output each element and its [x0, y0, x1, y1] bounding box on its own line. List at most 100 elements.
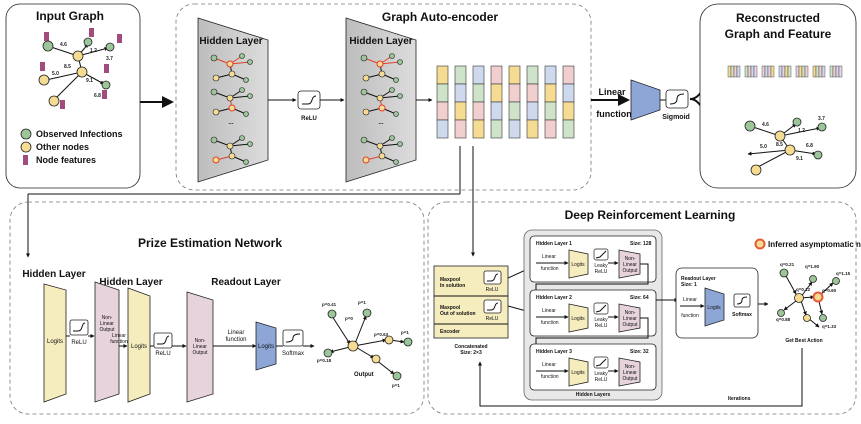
linear-function-label: Linear	[683, 297, 697, 303]
nonlinear-output-block	[618, 357, 641, 387]
nonlinear-label: Output	[622, 376, 638, 382]
nonlinear-label: Non-	[625, 256, 636, 262]
vector-cell	[436, 65, 449, 85]
observed-node	[105, 42, 115, 52]
hidden-layer-size: Size: 64	[630, 295, 649, 301]
mini-graph-1a	[210, 53, 253, 83]
logits-label: Logits	[707, 305, 721, 311]
logits-label: Logits	[131, 344, 147, 350]
leaky-relu-label: Leaky	[594, 263, 608, 269]
q-label: q=0.60	[822, 288, 837, 293]
activation-curve-icon	[297, 90, 321, 110]
vector-cell	[508, 83, 521, 103]
vector-cell	[526, 65, 539, 85]
vector-cell	[562, 83, 575, 103]
embedding-vector	[436, 65, 449, 139]
nonlinear-output-block	[618, 303, 641, 333]
edge-weight: 6.8	[94, 93, 101, 99]
vector-cell	[454, 119, 467, 139]
relu-label: ReLU	[486, 287, 499, 293]
vector-cell	[544, 65, 557, 85]
vector-cell	[815, 65, 820, 78]
nonlinear-label: Non-	[102, 315, 113, 321]
iterations-label: Iterations	[728, 396, 751, 402]
decoder-function-label: function	[596, 109, 632, 119]
embedding-vector	[526, 65, 539, 139]
feature-bar	[44, 32, 49, 41]
vector-cell	[562, 119, 575, 139]
q-label: q=1.33	[822, 324, 837, 329]
hidden-layer-label-2: Hidden Layer	[349, 36, 412, 47]
vector-cell	[733, 65, 738, 78]
q-label: q=1.15	[836, 271, 851, 276]
other-node	[72, 50, 84, 62]
embedding-vectors	[436, 65, 575, 139]
readout-layer-label: Readout Layer	[681, 276, 716, 282]
edge-weight: 5.0	[760, 144, 767, 150]
vector-cell	[744, 65, 749, 78]
vector-cell	[526, 101, 539, 121]
maxpool-out-label: Out of solution	[440, 311, 476, 317]
edge-weight: 1.2	[798, 128, 805, 134]
drl-panel: Deep Reinforcement Learning Maxpool In s…	[427, 201, 861, 415]
nonlinear-output-block	[94, 281, 120, 403]
embedding-vector	[490, 65, 503, 139]
other-node	[76, 66, 88, 78]
vector-cell	[490, 65, 503, 85]
vector-cell	[472, 83, 485, 103]
nonlinear-label: Output	[192, 350, 208, 356]
p-label: p=0.18	[317, 358, 332, 363]
vector-cell	[454, 101, 467, 121]
observed-node	[83, 37, 93, 47]
vector-cell	[784, 65, 789, 78]
vector-cell	[490, 119, 503, 139]
other-node	[38, 74, 50, 86]
vector-cell	[436, 119, 449, 139]
vector-cell	[761, 65, 766, 78]
nonlinear-label: Output	[99, 327, 115, 333]
reconstructed-vector	[744, 65, 758, 78]
nonlinear-label: Non-	[625, 364, 636, 370]
relu-label: ReLU	[301, 116, 317, 122]
vector-cell	[795, 65, 800, 78]
vector-cell	[544, 83, 557, 103]
relu-label: ReLU	[71, 340, 86, 346]
vector-cell	[454, 65, 467, 85]
logits-label: Logits	[571, 316, 585, 322]
activation-curve-icon	[483, 270, 502, 285]
q-label: q=0.21	[780, 262, 795, 267]
output-graph: p=0.41 p=1 p=0 p=0.63 p=1 p=0.18 p=1 Out…	[317, 300, 413, 388]
vector-cell	[787, 65, 792, 78]
activation-curve-icon	[153, 332, 173, 349]
p-label: p=1	[392, 383, 400, 388]
p-label: p=1	[401, 330, 409, 335]
sigmoid-label: Sigmoid	[662, 114, 690, 121]
q-label: q=0.88	[776, 317, 791, 322]
logits-block	[568, 249, 589, 279]
input-graph-network: 4.6 1.2 3.7 8.5 5.0 9.1 6.8	[38, 28, 122, 109]
vector-cell	[730, 65, 735, 78]
vector-cell	[798, 65, 803, 78]
reconstructed-vector	[812, 65, 826, 78]
softmax-label: Softmax	[732, 312, 752, 318]
vector-cell	[526, 83, 539, 103]
logits-label: Logits	[258, 344, 274, 350]
concatenated-size: Size: 2×3	[460, 350, 482, 356]
leaky-relu-label: Leaky	[594, 317, 608, 323]
leaky-relu-label: ReLU	[595, 323, 608, 329]
nonlinear-label: Non-	[195, 338, 206, 344]
feature-bar	[104, 64, 109, 73]
logits-block	[568, 303, 589, 333]
legend-features: Node features	[36, 155, 96, 165]
maxpool-out-label: Maxpool	[440, 305, 461, 311]
iterations-loop-arrow	[478, 348, 803, 407]
hidden-layer-name: Hidden Layer 2	[536, 295, 572, 301]
vector-cell	[490, 83, 503, 103]
hidden-layer-label-1: Hidden Layer	[199, 36, 262, 47]
nonlinear-label: Output	[622, 268, 638, 274]
reconstructed-title-2: Graph and Feature	[725, 27, 832, 41]
edge-weight: 4.6	[60, 42, 67, 48]
vector-cell	[764, 65, 769, 78]
linear-function-label: function	[681, 313, 699, 319]
